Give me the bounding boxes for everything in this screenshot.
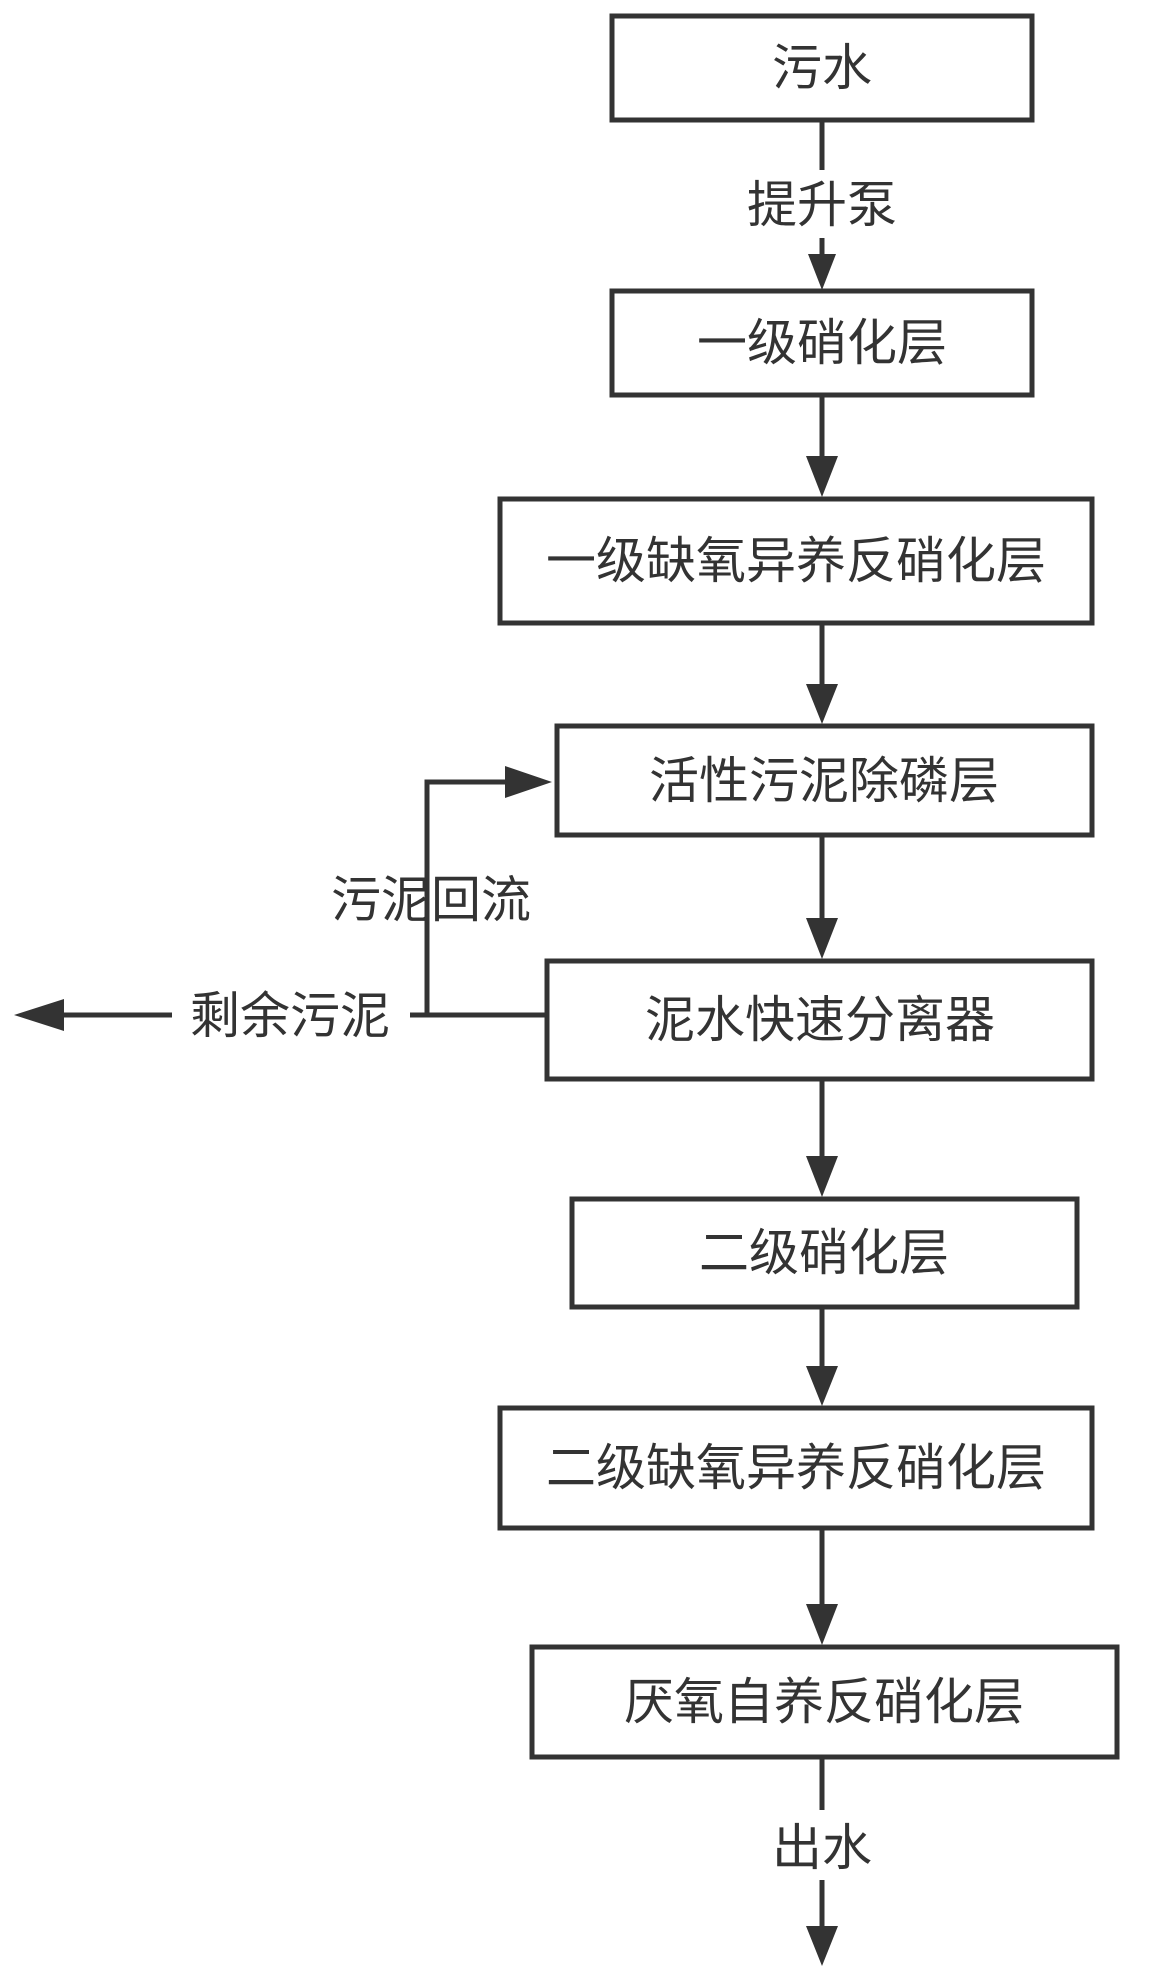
edge-label-excess-sludge: 剩余污泥 <box>190 987 390 1045</box>
edge-label-effluent: 出水 <box>772 1819 872 1877</box>
edge-separator-to-secondary-nitrification <box>806 1079 838 1197</box>
node-sewage-label: 污水 <box>772 39 872 97</box>
edge-secondary-anoxic-to-anaerobic <box>806 1528 838 1645</box>
edge-excess-sludge: 剩余污泥 <box>14 987 427 1045</box>
node-sludge-water-separator: 泥水快速分离器 <box>544 958 1095 1082</box>
edge-label-lift-pump: 提升泵 <box>747 176 897 234</box>
node-secondary-nitrification-label: 二级硝化层 <box>699 1224 949 1282</box>
node-secondary-anoxic-denitrification-label: 二级缺氧异养反硝化层 <box>546 1439 1046 1497</box>
node-primary-anoxic-denitrification: 一级缺氧异养反硝化层 <box>497 496 1095 626</box>
edge-anaerobic-to-effluent: 出水 <box>772 1757 872 1966</box>
node-anaerobic-autotrophic-denitrification: 厌氧自养反硝化层 <box>529 1644 1120 1760</box>
node-sludge-water-separator-label: 泥水快速分离器 <box>645 991 995 1049</box>
edge-sewage-to-primary-nitrification: 提升泵 <box>747 120 897 290</box>
edge-label-sludge-return: 污泥回流 <box>331 871 531 929</box>
edge-primary-nitrification-to-primary-anoxic <box>806 395 838 497</box>
edge-secondary-nitrification-to-secondary-anoxic <box>806 1307 838 1406</box>
edge-phosphorus-removal-to-separator <box>806 835 838 959</box>
node-sewage: 污水 <box>609 13 1035 123</box>
node-primary-nitrification-label: 一级硝化层 <box>697 314 947 372</box>
node-anaerobic-autotrophic-denitrification-label: 厌氧自养反硝化层 <box>624 1673 1024 1731</box>
node-secondary-anoxic-denitrification: 二级缺氧异养反硝化层 <box>497 1405 1095 1531</box>
node-primary-anoxic-denitrification-label: 一级缺氧异养反硝化层 <box>546 532 1046 590</box>
node-activated-sludge-phosphorus-removal: 活性污泥除磷层 <box>554 723 1095 838</box>
node-secondary-nitrification: 二级硝化层 <box>569 1196 1080 1310</box>
node-primary-nitrification: 一级硝化层 <box>609 288 1035 398</box>
node-activated-sludge-phosphorus-removal-label: 活性污泥除磷层 <box>649 752 999 810</box>
edge-primary-anoxic-to-phosphorus-removal <box>806 623 838 724</box>
edge-sludge-return: 污泥回流 <box>331 766 552 1018</box>
